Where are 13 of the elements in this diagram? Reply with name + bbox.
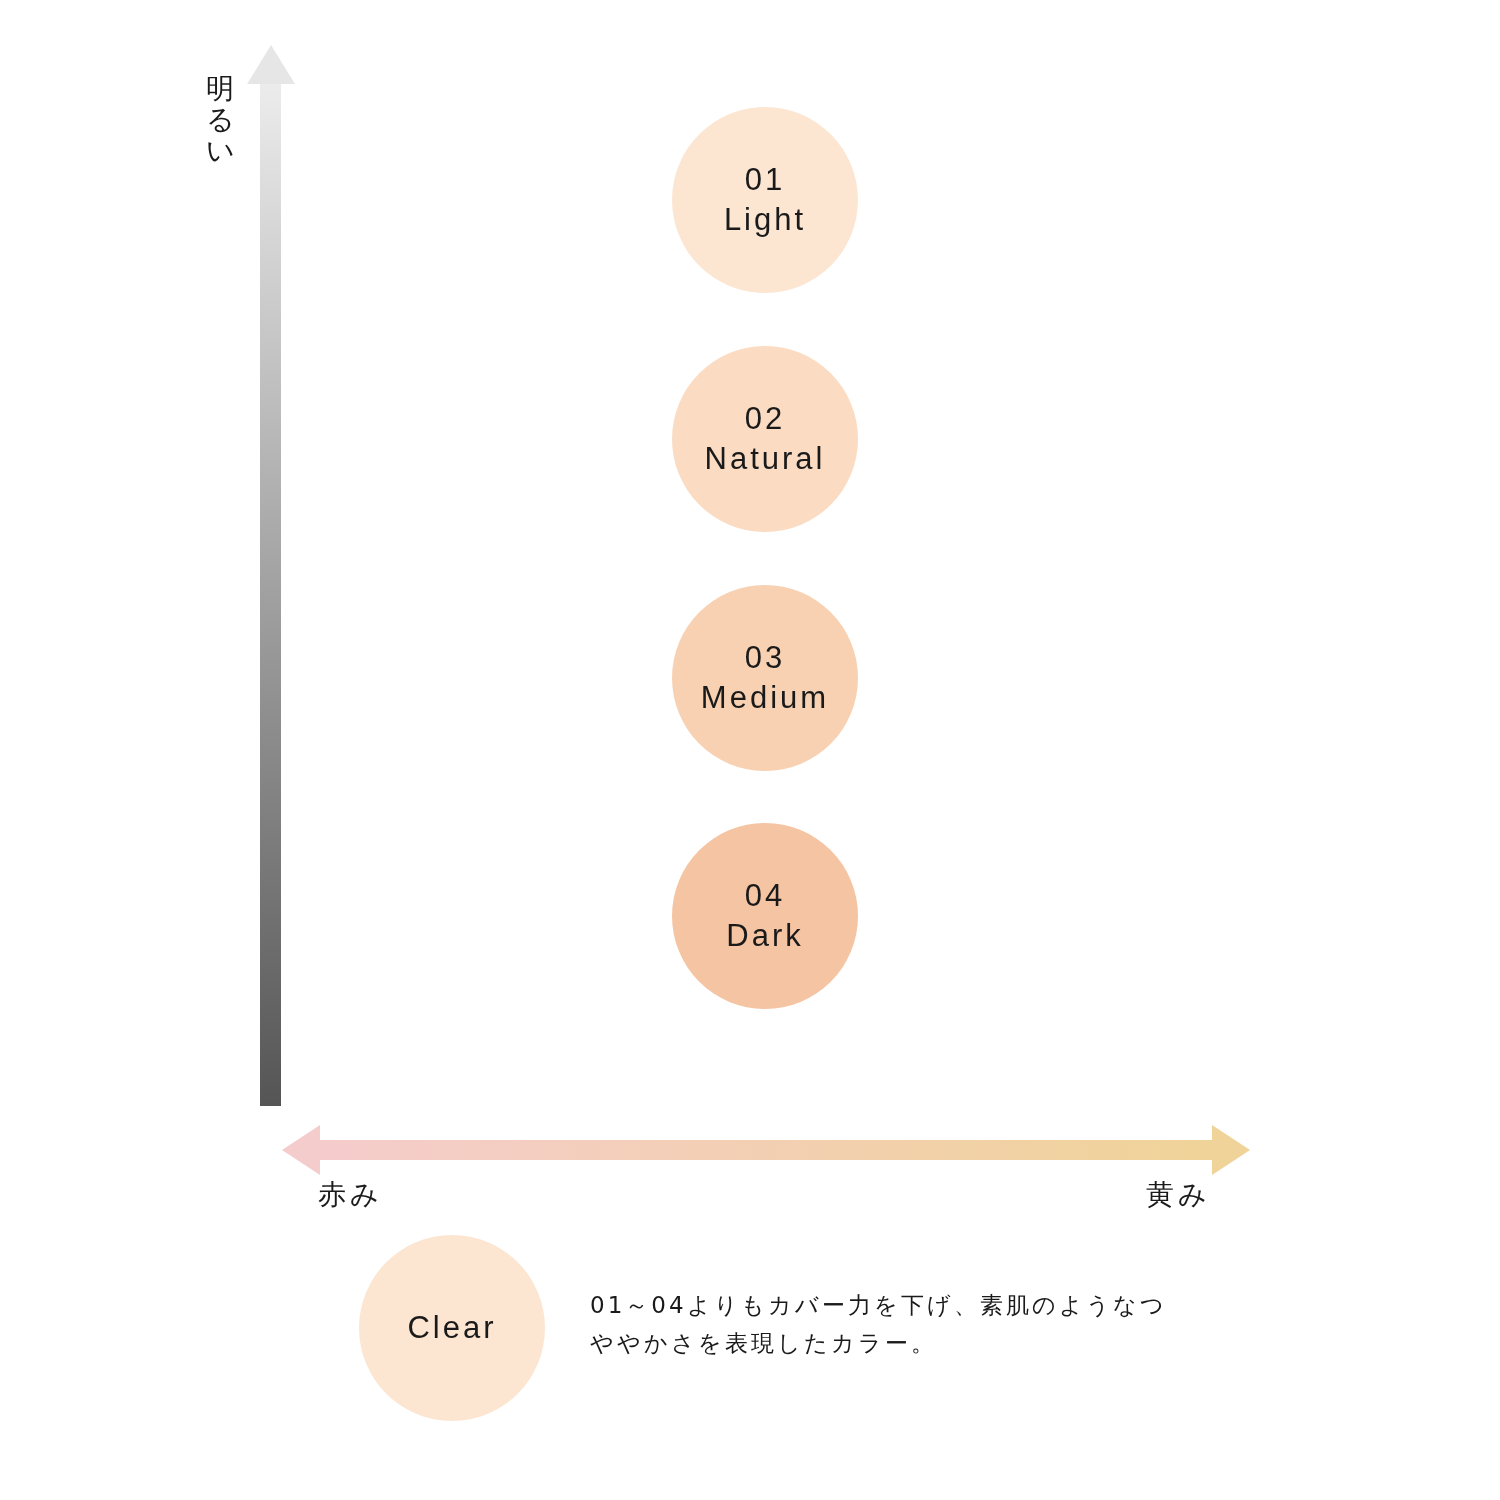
shade-number: 02 (744, 400, 786, 438)
shade-number: 04 (744, 877, 786, 915)
shade-name: Dark (726, 917, 804, 955)
shade-name: Light (723, 201, 807, 239)
description-text: 01～04よりもカバー力を下げ、素肌のようなつややかさを表現したカラー。 (590, 1291, 1168, 1358)
shade-name: Medium (700, 679, 830, 717)
axis-label: 黄み (1146, 1177, 1211, 1213)
axis-label: 赤み (318, 1177, 383, 1213)
shade-number: 03 (744, 639, 786, 677)
shade-number: 01 (744, 161, 786, 199)
shade-name: Clear (407, 1309, 497, 1347)
axis-label: 明るい (206, 74, 234, 167)
shade-name: Natural (704, 440, 826, 478)
